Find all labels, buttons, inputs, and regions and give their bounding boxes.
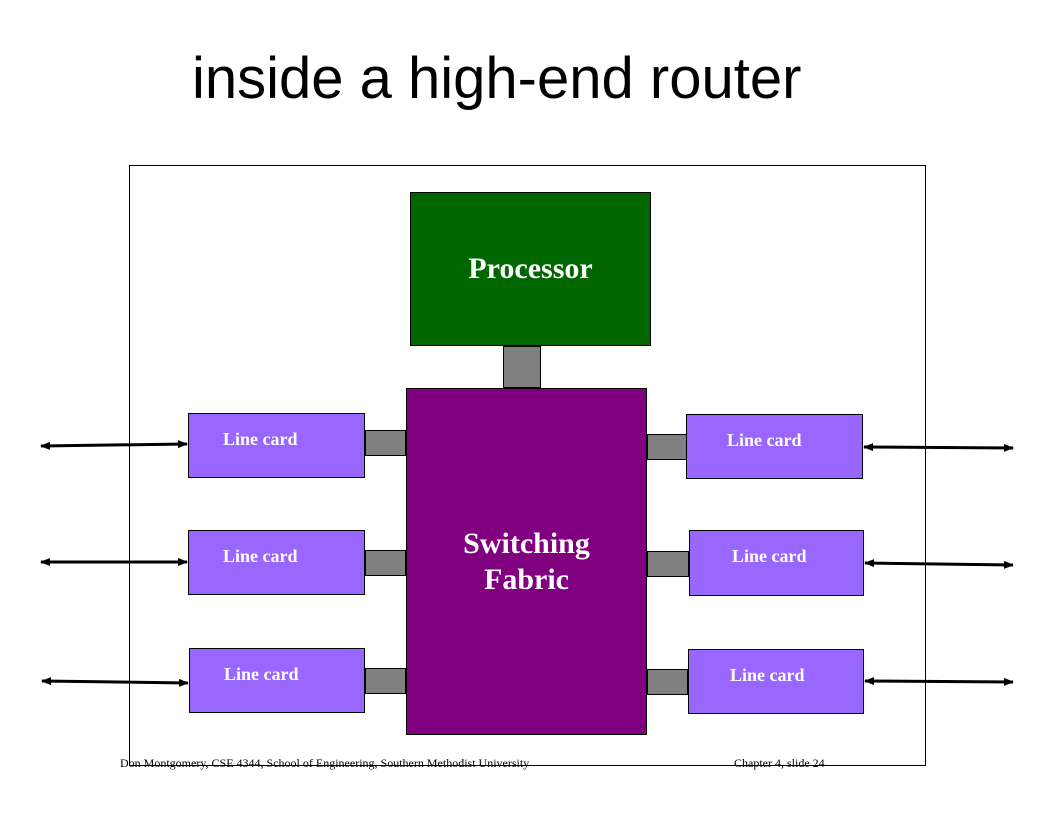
- line-card-right-1: Line card: [686, 414, 863, 479]
- switching-fabric-box: Switching Fabric: [406, 388, 647, 735]
- line-card-label: Line card: [727, 430, 802, 450]
- left-card-2-connector: [365, 550, 406, 576]
- line-card-label: Line card: [732, 546, 807, 566]
- line-card-left-3: Line card: [189, 648, 365, 713]
- processor-fabric-connector: [503, 346, 541, 388]
- right-card-2-connector: [647, 551, 689, 577]
- router-frame: [129, 165, 926, 766]
- slide-title: inside a high-end router: [192, 46, 802, 111]
- processor-label: Processor: [468, 252, 593, 285]
- line-card-right-3: Line card: [688, 649, 864, 714]
- line-card-left-2: Line card: [188, 530, 365, 595]
- right-card-1-connector: [647, 434, 688, 460]
- line-card-left-1: Line card: [188, 413, 365, 478]
- line-card-right-2: Line card: [689, 530, 864, 596]
- left-card-1-connector: [365, 430, 406, 456]
- right-arrow-2: [864, 559, 1014, 569]
- line-card-label: Line card: [224, 664, 299, 684]
- line-card-label: Line card: [223, 546, 298, 566]
- right-card-3-connector: [647, 669, 688, 695]
- footer-slide-number: Chapter 4, slide 24: [734, 756, 825, 770]
- left-card-3-connector: [365, 668, 406, 694]
- right-arrow-3: [864, 677, 1014, 686]
- processor-box: Processor: [410, 192, 651, 346]
- left-arrow-1: [40, 440, 188, 450]
- right-arrow-1: [863, 443, 1014, 452]
- footer-credit: Don Montgomery, CSE 4344, School of Engi…: [120, 756, 530, 770]
- fabric-label-line-1: Switching: [463, 526, 590, 560]
- line-card-label: Line card: [223, 429, 298, 449]
- fabric-label-line-2: Fabric: [484, 562, 569, 596]
- line-card-label: Line card: [730, 665, 805, 685]
- left-arrow-3: [41, 677, 189, 687]
